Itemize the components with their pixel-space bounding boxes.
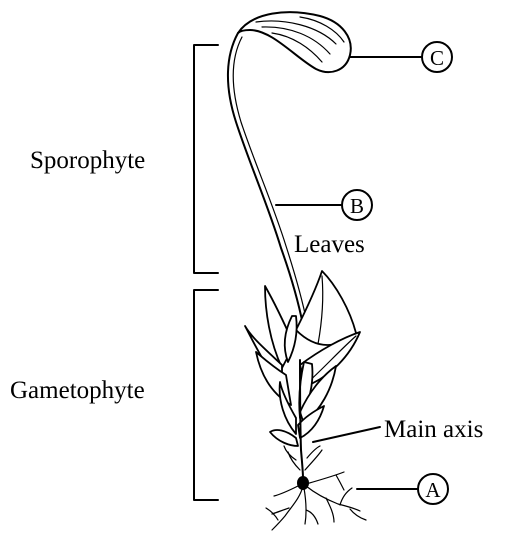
- rhizoids: [266, 446, 366, 530]
- capsule: [238, 12, 351, 72]
- pointer-line-main-axis: [313, 427, 380, 442]
- gametophyte-bracket: [194, 290, 218, 500]
- marker-c-text: C: [430, 46, 444, 70]
- sporophyte-label: Sporophyte: [30, 147, 145, 174]
- gametophyte-label: Gametophyte: [10, 377, 145, 404]
- leaves-label: Leaves: [294, 231, 365, 258]
- seta-stalk: [228, 33, 307, 325]
- gametophyte-leaves: [245, 271, 360, 446]
- marker-b-text: B: [350, 194, 364, 218]
- marker-a-text: A: [425, 478, 441, 502]
- sporophyte-bracket: [194, 45, 218, 273]
- main-axis-label: Main axis: [384, 416, 483, 443]
